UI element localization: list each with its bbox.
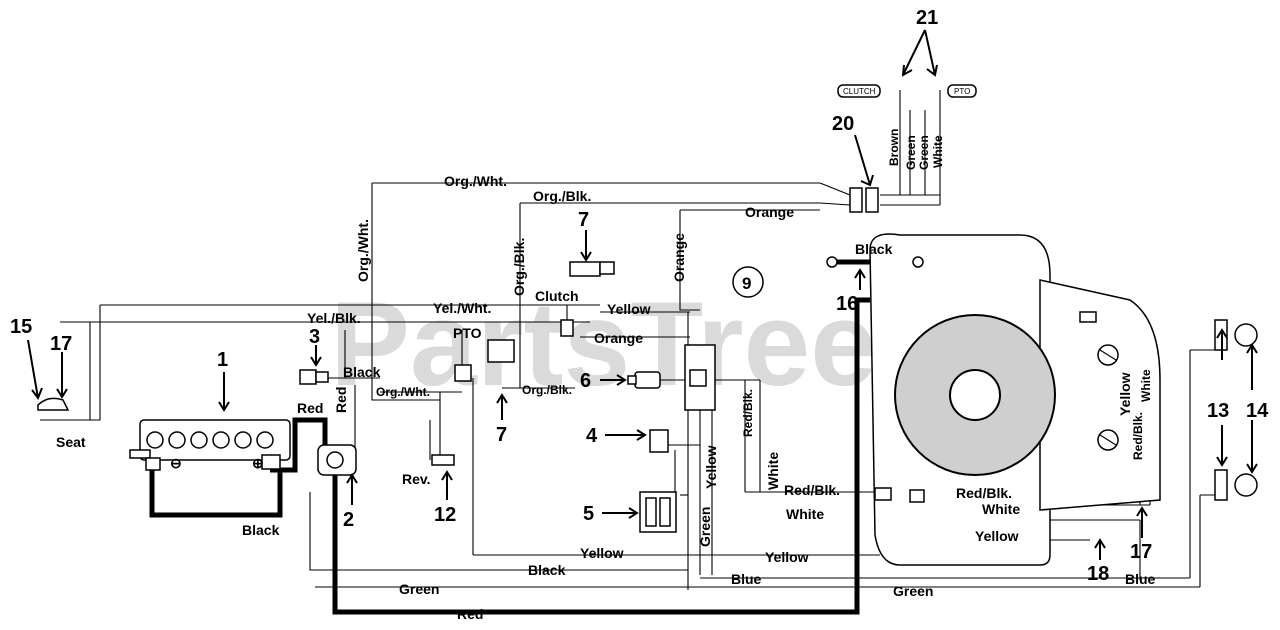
- wire-orange-top: Orange: [745, 204, 794, 220]
- wire-white-vertical: White: [765, 452, 781, 490]
- wire-white-right: White: [982, 501, 1020, 517]
- callout-9: 9: [742, 274, 751, 293]
- wire-labels: Org./Wht. Org./Wht. Org./Blk. Org./Blk. …: [242, 129, 1156, 622]
- rev-label: Rev.: [402, 471, 431, 487]
- callout-3: 3: [309, 326, 320, 348]
- wire-red-bottom: Red: [457, 606, 483, 622]
- clutch-label: Clutch: [535, 288, 579, 304]
- battery-cells: [146, 431, 274, 449]
- connector-20: CLUTCH PTO: [837, 84, 977, 213]
- wire-red-blk-right: Red/Blk.: [956, 485, 1012, 501]
- connector-pto-label: PTO: [954, 87, 970, 96]
- wire-org-blk-mid: Org./Blk.: [522, 383, 572, 397]
- callout-14: 14: [1246, 400, 1269, 422]
- callout-13: 13: [1207, 400, 1229, 422]
- solenoid: [317, 444, 357, 476]
- relay-block: [684, 344, 716, 411]
- callout-17-right: 17: [1130, 541, 1152, 563]
- callout-20: 20: [832, 113, 854, 135]
- connector-clutch-label: CLUTCH: [843, 87, 876, 96]
- ground-strap: [826, 256, 924, 268]
- battery-neg-symbol: ⊖: [170, 455, 182, 471]
- callout-2: 2: [343, 509, 354, 531]
- wire-yellow-vertical: Yellow: [703, 445, 719, 489]
- callout-5: 5: [583, 503, 594, 525]
- callout-16: 16: [836, 293, 858, 315]
- wire-blue-right: Blue: [1125, 571, 1156, 587]
- wire-yellow-right: Yellow: [975, 528, 1019, 544]
- wire-red-blk-engine: Red/Blk.: [1131, 412, 1145, 460]
- wire-yellow-bottom-left: Yellow: [580, 545, 624, 561]
- callout-1: 1: [217, 349, 228, 371]
- callout-9-circle: [732, 266, 764, 298]
- thin-wires: [40, 90, 1225, 590]
- wire-green-a: Green: [904, 135, 918, 170]
- reverse-switch: Rev.: [402, 454, 455, 487]
- wire-org-wht-vertical: Org./Wht.: [355, 219, 371, 282]
- pto-switch: PTO: [453, 325, 515, 382]
- callout-6: 6: [580, 370, 591, 392]
- wire-yel-wht: Yel./Wht.: [433, 300, 491, 316]
- callout-numbers: 1 2 3 4 5 6 7 7 9 12 13 14 15 17 16 17 1…: [10, 7, 1269, 585]
- wire-green-b: Green: [917, 135, 931, 170]
- seat-label: Seat: [56, 434, 86, 450]
- wire-black-bottom-mid: Black: [528, 562, 566, 578]
- wire-yellow-engine: Yellow: [1117, 372, 1133, 416]
- arrows: [27, 29, 1258, 560]
- wire-brown: Brown: [887, 129, 901, 166]
- wire-orange-vertical: Orange: [671, 233, 687, 282]
- engine: [869, 233, 1161, 566]
- callout-21: 21: [916, 7, 938, 29]
- wire-yellow-bottom-mid: Yellow: [765, 549, 809, 565]
- wire-org-wht-mid: Org./Wht.: [376, 385, 430, 399]
- wire-red-blk-vertical: Red/Blk.: [741, 389, 755, 437]
- battery-pos-symbol: ⊕: [252, 455, 264, 471]
- wire-org-wht-top: Org./Wht.: [444, 173, 507, 189]
- pto-label: PTO: [453, 325, 482, 341]
- callout-12: 12: [434, 504, 456, 526]
- wire-org-blk-vertical: Org./Blk.: [511, 238, 527, 296]
- headlights: [1214, 319, 1258, 501]
- wire-blue-mid: Blue: [731, 571, 762, 587]
- wire-black-bottom-left: Black: [242, 522, 280, 538]
- watermark: PartsTree: [330, 277, 877, 411]
- switch-3: [299, 369, 329, 385]
- callout-15: 15: [10, 316, 32, 338]
- switch-4: [649, 429, 669, 453]
- wire-white-engine: White: [1139, 369, 1153, 402]
- switch-6: [627, 371, 661, 389]
- wire-yellow-top: Yellow: [607, 301, 651, 317]
- wire-black-switch: Black: [343, 364, 381, 380]
- seat-switch: Seat: [37, 397, 86, 450]
- battery: ⊖ ⊕: [129, 419, 291, 471]
- wire-green-bottom-right: Green: [893, 583, 933, 599]
- wire-yel-blk: Yel./Blk.: [307, 310, 361, 326]
- wire-orange-mid: Orange: [594, 330, 643, 346]
- clutch-relay-7: Clutch: [535, 261, 615, 337]
- wire-green-bottom-left: Green: [399, 581, 439, 597]
- wire-green-vertical: Green: [697, 507, 713, 547]
- wire-red-switch: Red: [333, 387, 349, 413]
- callout-18: 18: [1087, 563, 1109, 585]
- wire-red-blk-mid: Red/Blk.: [784, 482, 840, 498]
- callout-17-left: 17: [50, 333, 72, 355]
- wire-white-conn: White: [931, 135, 945, 168]
- wire-org-blk-top: Org./Blk.: [533, 188, 591, 204]
- callout-7-bottom: 7: [496, 424, 507, 446]
- wire-black-top: Black: [855, 241, 893, 257]
- callout-4: 4: [586, 425, 598, 447]
- callout-7-top: 7: [578, 209, 589, 231]
- wire-white-mid: White: [786, 506, 824, 522]
- fuse-block: [639, 491, 677, 533]
- wire-red-left: Red: [297, 400, 323, 416]
